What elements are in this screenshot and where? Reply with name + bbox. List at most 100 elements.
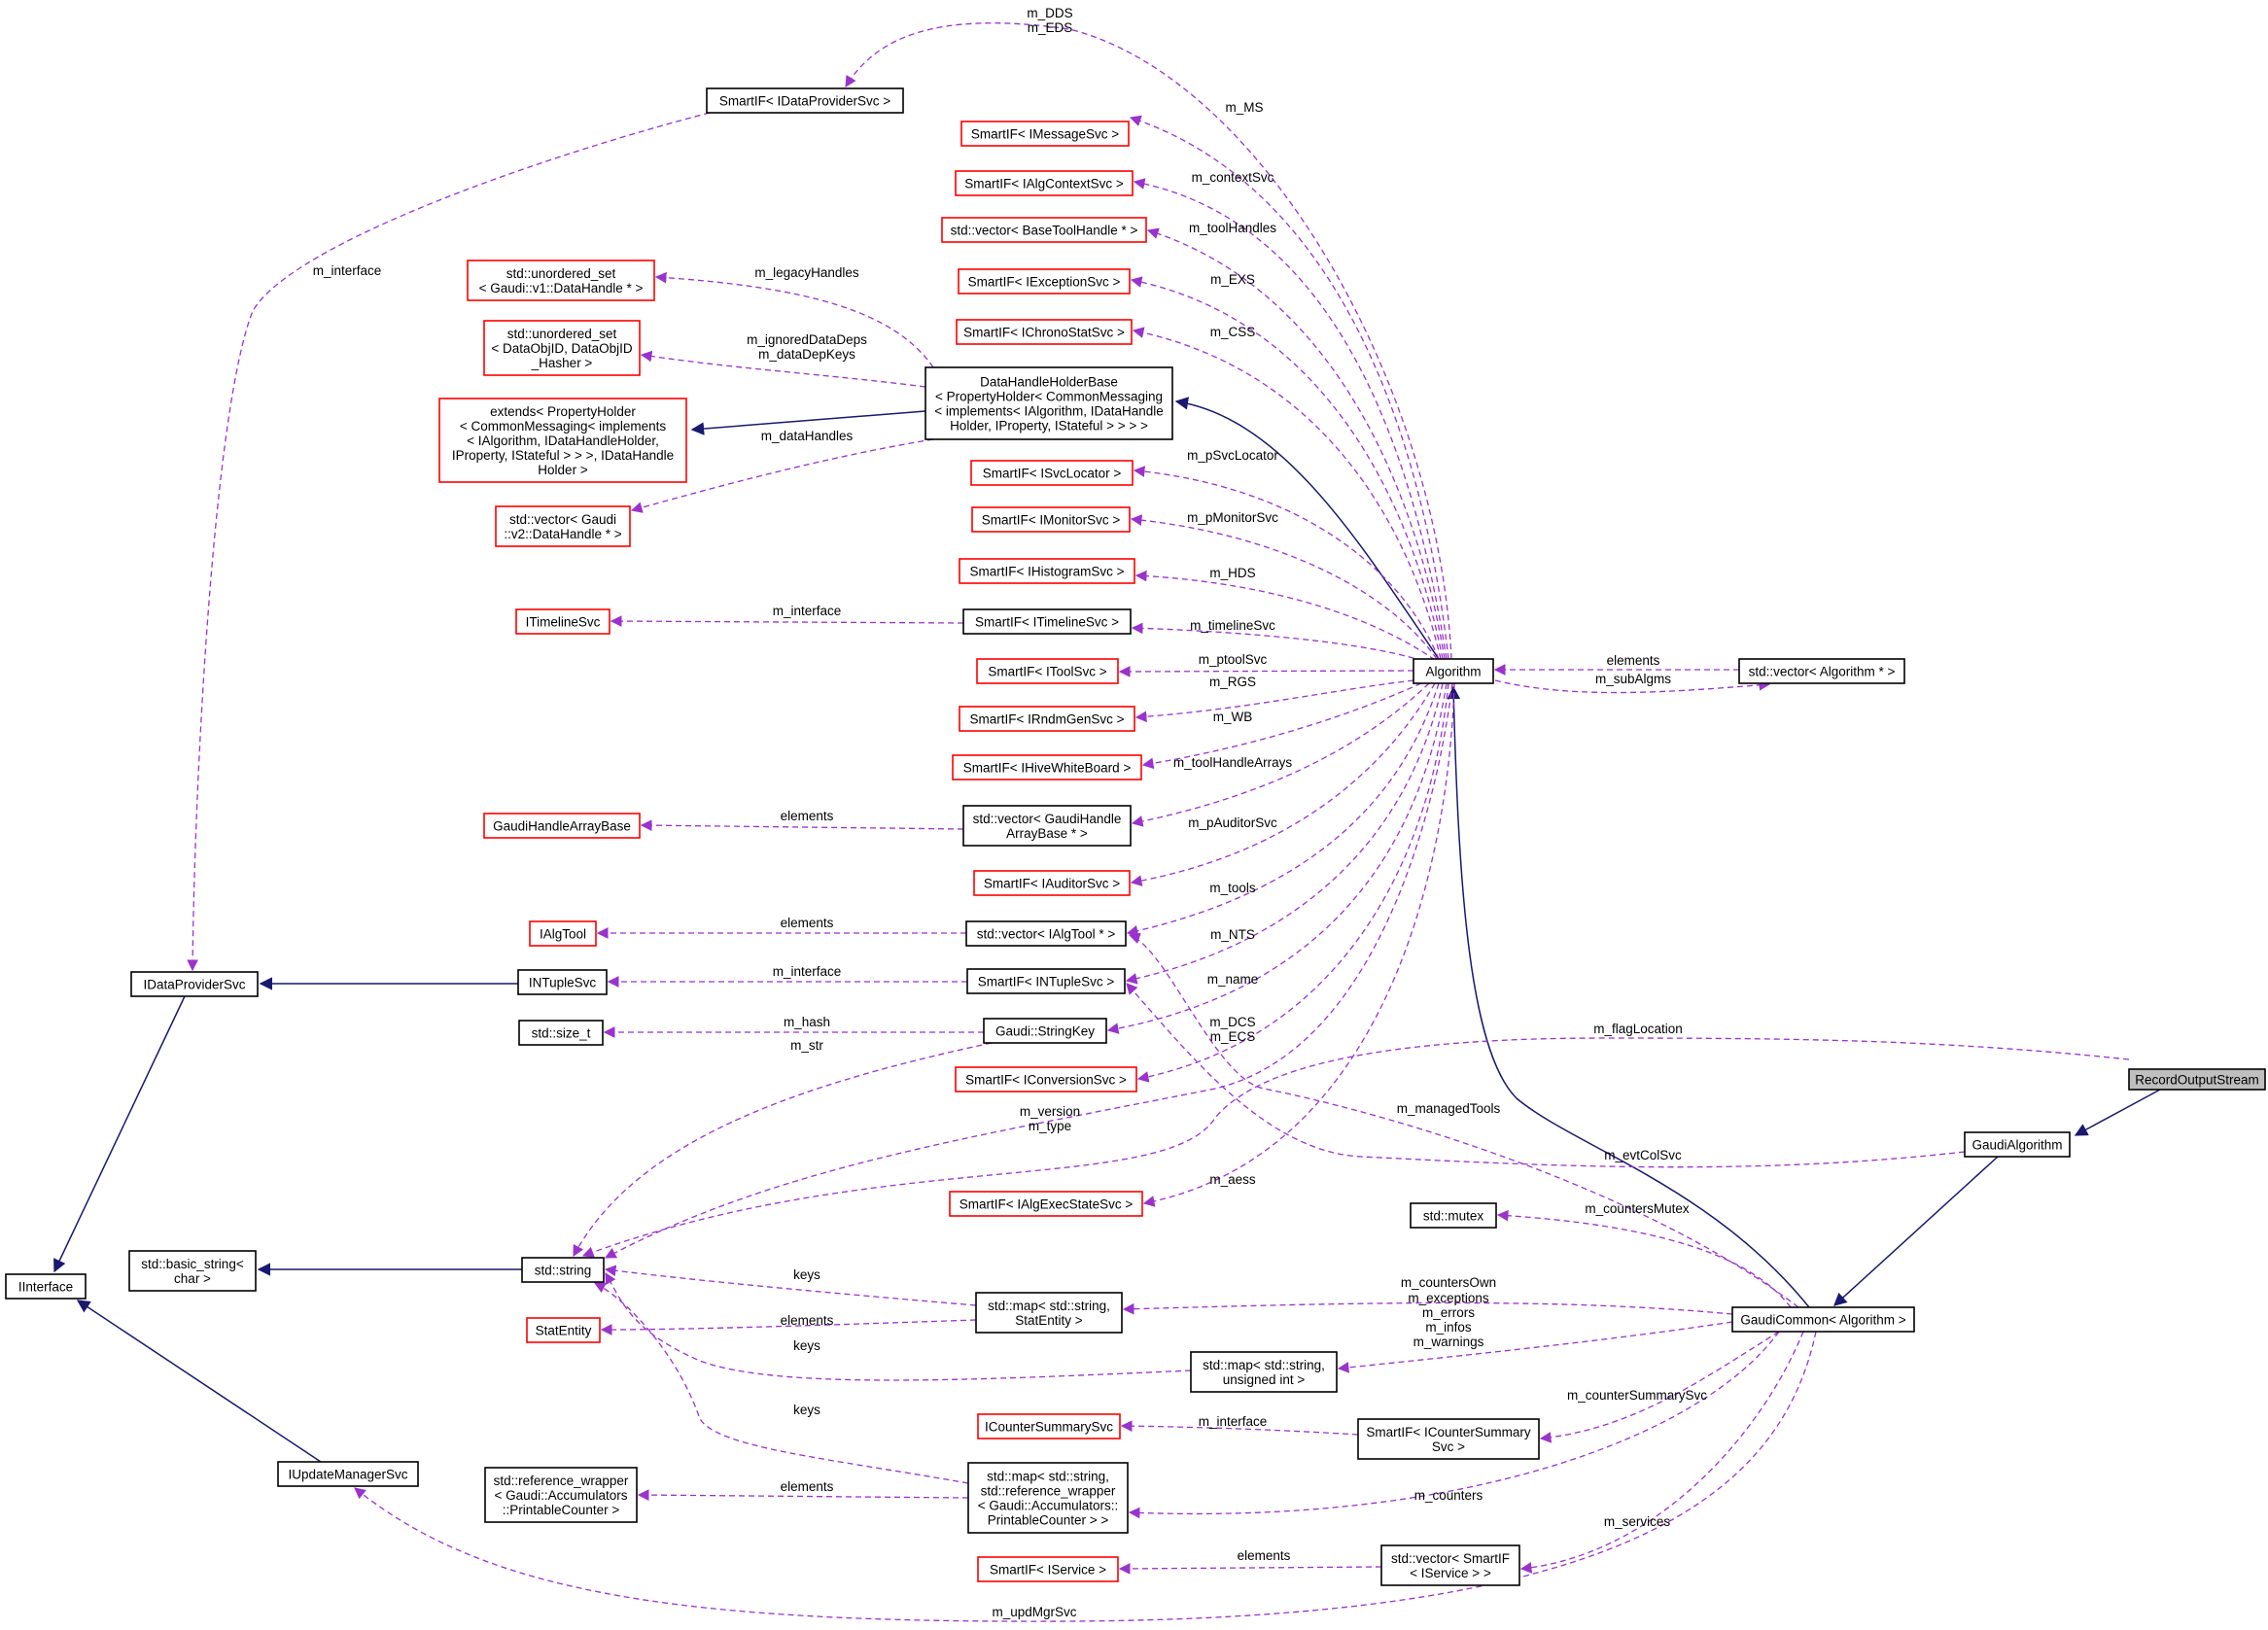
node-box bbox=[976, 658, 1119, 684]
member-edge-m-counters-mutex bbox=[1496, 1209, 1792, 1308]
class-node-vector-data-handle-v2[interactable]: std::vector< Gaudi::v2::DataHandle * > bbox=[495, 505, 631, 547]
member-edge-m-interface-cs bbox=[1120, 1420, 1359, 1436]
member-edge-m-counter-summary-svc bbox=[1539, 1331, 1780, 1443]
class-node-vector-ialg-tool[interactable]: std::vector< IAlgTool * > bbox=[965, 920, 1127, 947]
node-label: std::map< std::string,unsigned int > bbox=[1203, 1358, 1325, 1387]
member-edge-keys-1 bbox=[604, 1265, 977, 1306]
node-box bbox=[1410, 1202, 1497, 1229]
class-node-smart-ifmessage[interactable]: SmartIF< IMessageSvc > bbox=[960, 121, 1130, 147]
member-edge-m-tools bbox=[1126, 682, 1440, 937]
edge-label-m-services: m_services bbox=[1604, 1514, 1671, 1529]
member-edge-m-exceptions bbox=[1337, 1321, 1733, 1373]
edge-label-m-counters-own: m_countersOwn bbox=[1401, 1275, 1496, 1290]
edge-label-m-name: m_name bbox=[1207, 972, 1259, 987]
node-label: SmartIF< IService > bbox=[990, 1563, 1106, 1578]
edge-label-m-hash: m_hash bbox=[784, 1015, 830, 1029]
member-edge-m-interface-tl bbox=[610, 615, 964, 627]
class-node-smart-ifmonitor[interactable]: SmartIF< IMonitorSvc > bbox=[971, 506, 1131, 533]
class-node-vector-base-tool-handle[interactable]: std::vector< BaseToolHandle * > bbox=[941, 217, 1147, 243]
class-node-iinterface[interactable]: IInterface bbox=[5, 1273, 87, 1300]
class-node-algorithm[interactable]: Algorithm bbox=[1413, 658, 1494, 684]
edge-label-m-ptool-svc: m_ptoolSvc bbox=[1199, 652, 1268, 667]
class-node-smart-ifsvc-locator[interactable]: SmartIF< ISvcLocator > bbox=[970, 460, 1134, 486]
edge-label-m-rgs: m_RGS bbox=[1209, 675, 1256, 689]
class-node-smart-ifexception[interactable]: SmartIF< IExceptionSvc > bbox=[958, 268, 1131, 295]
class-node-vector-smart-ifiservice[interactable]: std::vector< SmartIF< IService > > bbox=[1380, 1544, 1520, 1586]
class-node-std-mutex[interactable]: std::mutex bbox=[1410, 1202, 1497, 1229]
class-node-gaudi-handle-array-base[interactable]: GaudiHandleArrayBase bbox=[483, 813, 641, 839]
edge-label-m-aess: m_aess bbox=[1209, 1172, 1256, 1187]
class-node-ialg-tool[interactable]: IAlgTool bbox=[529, 920, 597, 947]
inheritance-edge bbox=[2074, 1089, 2161, 1136]
edge-label-keys-1: keys bbox=[793, 1267, 820, 1282]
class-node-unordered-set-data-handle[interactable]: std::unordered_set< Gaudi::v1::DataHandl… bbox=[467, 260, 655, 301]
edge-label-m-counters: m_counters bbox=[1414, 1488, 1483, 1503]
node-box bbox=[958, 268, 1131, 295]
edge-label-m-p-monitor-svc: m_pMonitorSvc bbox=[1187, 510, 1278, 525]
class-node-map-string-ref-wrapper[interactable]: std::map< std::string,std::reference_wra… bbox=[967, 1462, 1129, 1534]
node-box bbox=[483, 813, 641, 839]
node-label: std::basic_string<char > bbox=[141, 1257, 244, 1286]
edge-label-elements-stat: elements bbox=[781, 1313, 834, 1328]
node-label: SmartIF< IRndmGenSvc > bbox=[969, 712, 1124, 727]
node-label: IInterface bbox=[18, 1280, 73, 1295]
class-node-smart-iftool-svc[interactable]: SmartIF< IToolSvc > bbox=[976, 658, 1119, 684]
class-node-std-size-t[interactable]: std::size_t bbox=[518, 1020, 604, 1046]
class-node-std-string[interactable]: std::string bbox=[521, 1257, 605, 1283]
class-node-intuple-svc[interactable]: INTupleSvc bbox=[517, 969, 608, 995]
class-node-extends-property-holder[interactable]: extends< PropertyHolder< CommonMessaging… bbox=[438, 398, 687, 483]
class-node-smart-ifhistogram[interactable]: SmartIF< IHistogramSvc > bbox=[959, 558, 1135, 584]
class-node-map-string-unsigned[interactable]: std::map< std::string,unsigned int > bbox=[1190, 1351, 1338, 1393]
class-node-smart-ifhive-white-board[interactable]: SmartIF< IHiveWhiteBoard > bbox=[952, 754, 1142, 780]
node-label: INTupleSvc bbox=[529, 976, 597, 990]
class-node-smart-ifrndm-gen[interactable]: SmartIF< IRndmGenSvc > bbox=[959, 706, 1135, 732]
edge-label-m-timeline-svc: m_timelineSvc bbox=[1190, 618, 1275, 633]
class-node-itimeline-svc[interactable]: ITimelineSvc bbox=[515, 608, 611, 635]
class-node-smart-ifchrono-stat[interactable]: SmartIF< IChronoStatSvc > bbox=[956, 319, 1133, 345]
class-node-ref-wrapper-printable[interactable]: std::reference_wrapper< Gaudi::Accumulat… bbox=[484, 1467, 638, 1523]
inheritance-edge bbox=[1447, 685, 1810, 1308]
member-edge-m-evt-col-svc bbox=[1126, 983, 1966, 1168]
member-edge-m-data-handles bbox=[630, 438, 934, 513]
class-node-smart-ifntuple[interactable]: SmartIF< INTupleSvc > bbox=[966, 968, 1126, 994]
node-box bbox=[529, 920, 597, 947]
class-node-smart-ifalg-exec-state[interactable]: SmartIF< IAlgExecStateSvc > bbox=[949, 1191, 1143, 1217]
class-node-record-output-stream[interactable]: RecordOutputStream bbox=[2128, 1068, 2266, 1091]
node-box bbox=[962, 805, 1132, 847]
node-label: SmartIF< IDataProviderSvc > bbox=[719, 94, 890, 109]
node-box bbox=[952, 754, 1142, 780]
class-node-gaudi-common[interactable]: GaudiCommon< Algorithm > bbox=[1731, 1306, 1915, 1333]
class-node-unordered-set-data-obj-id[interactable]: std::unordered_set< DataObjID, DataObjID… bbox=[483, 320, 641, 376]
edge-label-m-interface-nt: m_interface bbox=[773, 964, 842, 979]
member-edge-keys-3 bbox=[593, 1282, 969, 1484]
class-node-smart-ifauditor[interactable]: SmartIF< IAuditorSvc > bbox=[973, 870, 1131, 896]
class-node-data-handle-holder-base[interactable]: DataHandleHolderBase< PropertyHolder< Co… bbox=[925, 366, 1173, 440]
node-box bbox=[277, 1461, 419, 1487]
class-node-gaudi-algorithm[interactable]: GaudiAlgorithm bbox=[1964, 1131, 2071, 1158]
class-node-vector-algorithm[interactable]: std::vector< Algorithm * > bbox=[1738, 658, 1905, 684]
node-box bbox=[515, 608, 611, 635]
class-node-stat-entity[interactable]: StatEntity bbox=[526, 1317, 601, 1343]
node-box bbox=[1190, 1351, 1338, 1393]
class-node-idata-provider-svc[interactable]: IDataProviderSvc bbox=[130, 971, 259, 997]
class-node-smart-ifiservice[interactable]: SmartIF< IService > bbox=[977, 1556, 1119, 1582]
class-node-map-string-stat-entity[interactable]: std::map< std::string,StatEntity > bbox=[975, 1292, 1123, 1334]
node-label: SmartIF< IAlgContextSvc > bbox=[964, 177, 1124, 191]
node-label: IAlgTool bbox=[540, 927, 586, 942]
node-label: SmartIF< IAlgExecStateSvc > bbox=[960, 1197, 1134, 1212]
class-node-smart-ifconversion[interactable]: SmartIF< IConversionSvc > bbox=[955, 1066, 1137, 1092]
class-node-iupdate-manager-svc[interactable]: IUpdateManagerSvc bbox=[277, 1461, 419, 1487]
inheritance-edge bbox=[1174, 397, 1440, 660]
node-box bbox=[973, 870, 1131, 896]
class-node-string-key[interactable]: Gaudi::StringKey bbox=[983, 1018, 1107, 1044]
node-label: SmartIF< ISvcLocator > bbox=[983, 467, 1122, 481]
class-node-icounter-summary-svc[interactable]: ICounterSummarySvc bbox=[977, 1413, 1121, 1439]
class-node-smart-iftimeline[interactable]: SmartIF< ITimelineSvc > bbox=[962, 608, 1132, 635]
class-node-smart-ifalg-context[interactable]: SmartIF< IAlgContextSvc > bbox=[955, 170, 1134, 196]
class-node-smart-ifdata-provider[interactable]: SmartIF< IDataProviderSvc > bbox=[706, 87, 904, 114]
node-box bbox=[1738, 658, 1905, 684]
class-node-basic-string[interactable]: std::basic_string<char > bbox=[128, 1250, 257, 1292]
